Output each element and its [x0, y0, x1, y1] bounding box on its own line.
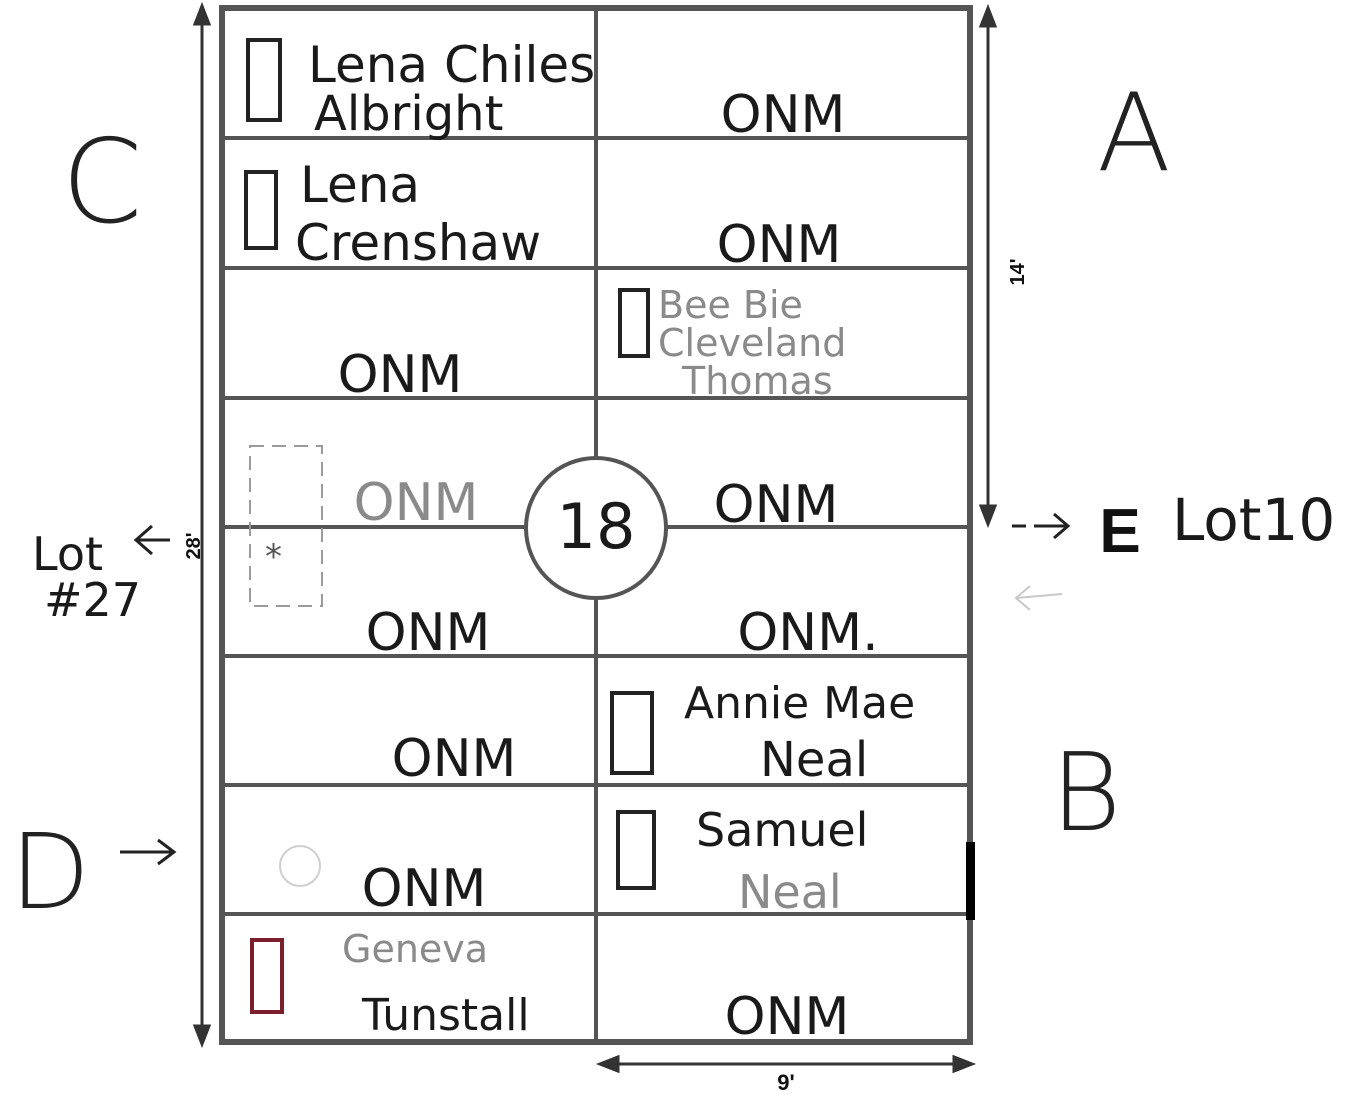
corner-label-b: B [1051, 731, 1122, 856]
plot-r6-right-line1: Annie Mae [684, 678, 915, 729]
asterisk-icon: * [265, 537, 282, 577]
faint-circle-icon [279, 845, 321, 887]
headstone-icon [610, 691, 654, 775]
dimension-arrows [192, 1, 998, 1074]
adjacent-lot-right: Lot10 [1172, 486, 1335, 554]
corner-label-c: C [62, 115, 143, 250]
plot-r1-left-line1: Lena Chiles [308, 36, 595, 94]
faint-marker [249, 445, 323, 607]
plot-r8-left-line1: Geneva [342, 927, 488, 971]
plot-r7-left: ONM [362, 859, 487, 919]
headstone-icon [244, 170, 278, 250]
plot-r6-left: ONM [392, 729, 517, 789]
plot-r3-right-line1: Bee Bie [658, 283, 803, 327]
plot-r8-left-line2: Tunstall [361, 990, 530, 1041]
faint-arrow-icon [1014, 585, 1063, 611]
left-arrow-icon [133, 524, 170, 556]
adjacent-lot-left: Lot [32, 527, 103, 581]
adjacent-lot-left-number: #27 [44, 573, 141, 627]
plot-r7-right-line2: Neal [738, 865, 842, 919]
dimension-width: 9' [777, 1070, 794, 1095]
corner-label-d: D [10, 811, 90, 933]
lot-number-circle [524, 456, 668, 600]
e-arrow-icon [1012, 512, 1071, 540]
plot-labels: Lena Chiles Albright ONM Lena Crenshaw O… [295, 36, 915, 1047]
edge-mark [966, 842, 975, 920]
headstone-icon [618, 288, 650, 358]
plot-r2-left-line2: Crenshaw [295, 214, 541, 272]
plot-r8-right: ONM [725, 987, 850, 1047]
plot-r2-left-line1: Lena [300, 156, 420, 214]
plot-r3-right-line2: Cleveland [658, 321, 846, 365]
plot-r5-left: ONM [366, 603, 491, 663]
plot-r1-right: ONM [721, 85, 846, 145]
plot-r2-right: ONM [717, 215, 842, 275]
dimension-height-total: 28' [183, 532, 205, 559]
corner-label-a: A [1097, 71, 1171, 196]
plot-r4-left: ONM [354, 473, 479, 533]
plot-r7-right-line1: Samuel [696, 803, 868, 857]
d-arrow-icon [120, 838, 177, 866]
plot-r3-left: ONM [338, 345, 463, 405]
plot-r5-right: ONM. [737, 603, 878, 663]
row-dividers [222, 136, 970, 916]
headstone-icon [616, 810, 656, 890]
headstone-icon [246, 38, 282, 122]
plot-r4-right: ONM [714, 475, 839, 535]
headstone-markers [244, 38, 656, 890]
dimension-height-half: 14' [1007, 258, 1029, 285]
lot-number: 18 [557, 490, 636, 563]
plot-r1-left-line2: Albright [314, 86, 503, 142]
corner-label-e: E [1099, 497, 1140, 566]
headstone-icon [250, 938, 284, 1014]
plot-r6-right-line2: Neal [760, 732, 868, 788]
plot-r3-right-line3: Thomas [681, 359, 833, 403]
